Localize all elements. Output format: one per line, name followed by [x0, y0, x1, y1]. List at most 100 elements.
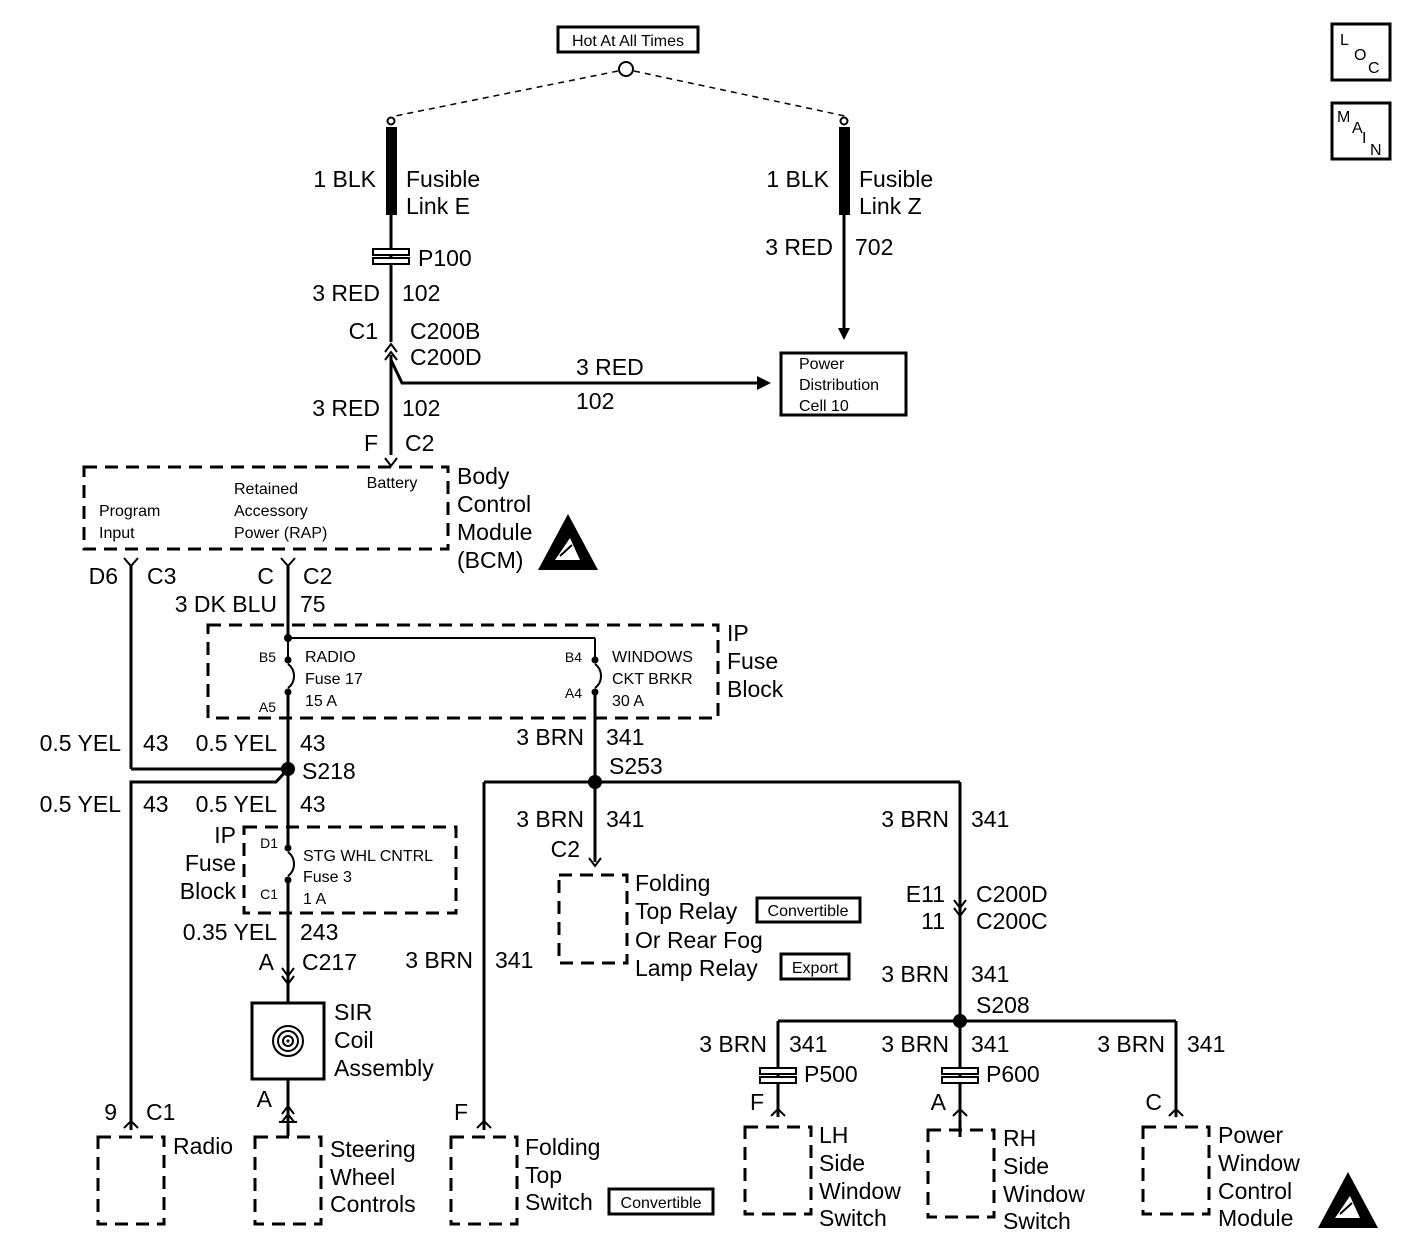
pwcm-label-1: Power	[1218, 1122, 1284, 1148]
fts-label-2: Top	[525, 1162, 562, 1188]
wire-341e-gauge: 3 BRN	[881, 961, 949, 987]
bcm-pin-d6: D6	[89, 563, 118, 589]
windows-brkr-label-2: CKT BRKR	[612, 671, 693, 688]
bcm-name-4: (BCM)	[457, 547, 523, 573]
stg-fuse-label-2: Fuse 3	[303, 869, 352, 886]
pdc-label-1: Power	[799, 356, 845, 373]
bcm-pin-c: C	[257, 563, 274, 589]
wire-43b-gauge-1: 0.5 YEL	[40, 791, 122, 817]
wire-43a-circuit-2: 43	[300, 730, 326, 756]
wire-702-arrow-icon	[838, 328, 850, 340]
wire-43-to-radio	[129, 767, 290, 1130]
svg-text:A: A	[1352, 120, 1363, 137]
radio-fuse-icon	[284, 656, 295, 696]
bcm-battery-connector-icon	[384, 457, 398, 468]
ipfb2-c1: C1	[260, 886, 278, 902]
bcm-battery-label: Battery	[367, 475, 418, 492]
folding-relay-label-3: Or Rear Fog	[635, 927, 763, 953]
rhs-label-3: Window	[1003, 1181, 1085, 1207]
c200dc-label-1: C200D	[976, 881, 1048, 907]
wire-341c-circuit: 341	[495, 947, 533, 973]
lhs-label-1: LH	[819, 1122, 848, 1148]
wire-43a-gauge-2: 0.5 YEL	[196, 730, 278, 756]
windows-brkr-label-3: 30 A	[612, 693, 644, 710]
c200-label-1: C200B	[410, 318, 480, 344]
pdc-label-2: Distribution	[799, 377, 879, 394]
radio-fuse-label-1: RADIO	[305, 649, 356, 666]
c217-connector-icon	[281, 967, 295, 978]
steering-wheel-controls-box	[253, 1135, 323, 1226]
wire-341d-gauge: 3 BRN	[881, 806, 949, 832]
folding-top-relay-box	[557, 873, 629, 965]
main-button[interactable]: M A I N	[1330, 101, 1392, 161]
svg-text:I: I	[1362, 130, 1366, 147]
fusible-link-e-label-2: Link E	[406, 193, 470, 219]
wire-243-gauge: 0.35 YEL	[183, 919, 277, 945]
folding-relay-label-1: Folding	[635, 870, 710, 896]
fusible-link-e-terminal	[386, 116, 396, 126]
wire-341g-circuit: 341	[971, 1031, 1009, 1057]
c200dc-11: 11	[921, 908, 945, 934]
c200-label-2: C200D	[410, 344, 482, 370]
pwcm-connector-icon	[1168, 1107, 1184, 1117]
wire-102-gauge-a: 3 RED	[312, 280, 380, 306]
ipfb2-name-1: IP	[214, 822, 236, 848]
stg-whl-fuse-icon	[284, 844, 295, 884]
c200dc-e11: E11	[906, 881, 945, 907]
bcm-rap-2: Accessory	[234, 503, 308, 520]
fusible-link-z-icon	[839, 127, 850, 215]
wire-341f-circuit: 341	[789, 1031, 827, 1057]
bcm-d6-connector-icon	[123, 557, 139, 568]
radio-label: Radio	[173, 1133, 233, 1159]
windows-brkr-label-1: WINDOWS	[612, 649, 693, 666]
fusible-link-z-terminal	[839, 116, 849, 126]
bcm-box	[82, 465, 450, 551]
radio-fuse-label-2: Fuse 17	[305, 671, 363, 688]
wire-341b-gauge: 3 BRN	[516, 806, 584, 832]
ipfb2-name-3: Block	[180, 878, 237, 904]
coil-spiral-icon	[272, 1025, 304, 1057]
export-tag-label: Export	[792, 960, 839, 977]
p100-label: P100	[418, 245, 472, 271]
wire-341d-circuit: 341	[971, 806, 1009, 832]
fusible-link-z-label-1: Fusible	[859, 166, 933, 192]
folding-relay-label-4: Lamp Relay	[635, 955, 758, 981]
radio-fuse-label-3: 15 A	[305, 693, 337, 710]
ip-fuse-block-1	[206, 623, 720, 720]
wire-102-gauge-b: 3 RED	[312, 395, 380, 421]
svg-text:C: C	[1368, 60, 1380, 77]
bcm-rap-3: Power (RAP)	[234, 525, 327, 542]
lhs-label-2: Side	[819, 1150, 865, 1176]
bcm-name-2: Control	[457, 491, 531, 517]
wire-102-circuit-a: 102	[402, 280, 440, 306]
lhs-label-4: Switch	[819, 1205, 887, 1231]
c217-pin: A	[259, 949, 275, 975]
rhs-connector-icon	[952, 1107, 968, 1117]
bcm-rap-1: Retained	[234, 481, 298, 498]
relay-conn-c2: C2	[551, 836, 580, 862]
pwcm-pin: C	[1145, 1089, 1162, 1115]
power-distribution-box	[779, 351, 908, 417]
esd-warning-icon	[1318, 1172, 1378, 1228]
lhs-label-3: Window	[819, 1178, 901, 1204]
lhs-pin: F	[750, 1089, 764, 1115]
fusible-link-z-wire: 1 BLK	[766, 166, 829, 192]
relay-connector-icon	[588, 857, 602, 868]
s253-label: S253	[609, 753, 663, 779]
svg-text:N: N	[1370, 142, 1382, 159]
radio-box	[96, 1135, 166, 1226]
loc-button[interactable]: L O C	[1330, 22, 1392, 82]
lh-side-window-switch-box	[743, 1125, 813, 1216]
fusible-link-e-icon	[386, 127, 397, 215]
ipfb2-d1: D1	[260, 835, 278, 851]
fusible-link-z-label-2: Link Z	[859, 193, 922, 219]
hot-at-all-times-label: Hot At All Times	[572, 33, 684, 50]
bcm-name-3: Module	[457, 519, 532, 545]
folding-relay-label-2: Top Relay	[635, 898, 738, 924]
radio-pin: 9	[104, 1099, 117, 1125]
ip-fuse-block-2	[242, 825, 458, 915]
sir-label-1: SIR	[334, 999, 372, 1025]
bcm-battery-pin: F	[364, 430, 378, 456]
sir-out-pin: A	[257, 1086, 273, 1112]
wire-43b-circuit-1: 43	[143, 791, 169, 817]
